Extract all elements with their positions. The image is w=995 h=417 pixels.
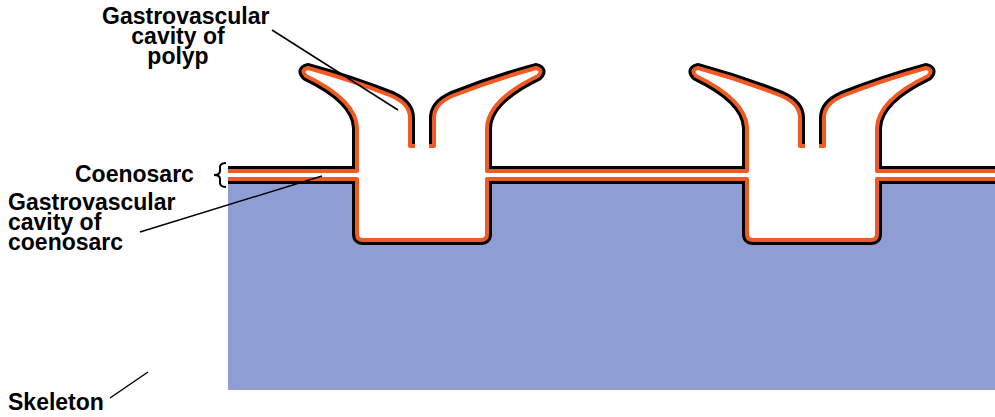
epidermis-outline — [228, 68, 995, 240]
leader-line — [110, 372, 148, 398]
tissue-layer — [228, 68, 995, 240]
part-label: Coenosarc — [75, 164, 215, 184]
gastrodermis-outline — [228, 68, 995, 240]
leader-line — [140, 176, 322, 232]
part-label: Gastrovascular cavity of polyp — [102, 6, 254, 66]
part-label: Skeleton — [8, 392, 148, 412]
pharynx-opening — [415, 138, 429, 149]
coenosarc-brace — [214, 163, 226, 187]
leader-line — [272, 30, 398, 110]
part-label: Gastrovascular cavity of coenosarc — [8, 192, 160, 252]
pharynx-opening — [805, 138, 819, 149]
